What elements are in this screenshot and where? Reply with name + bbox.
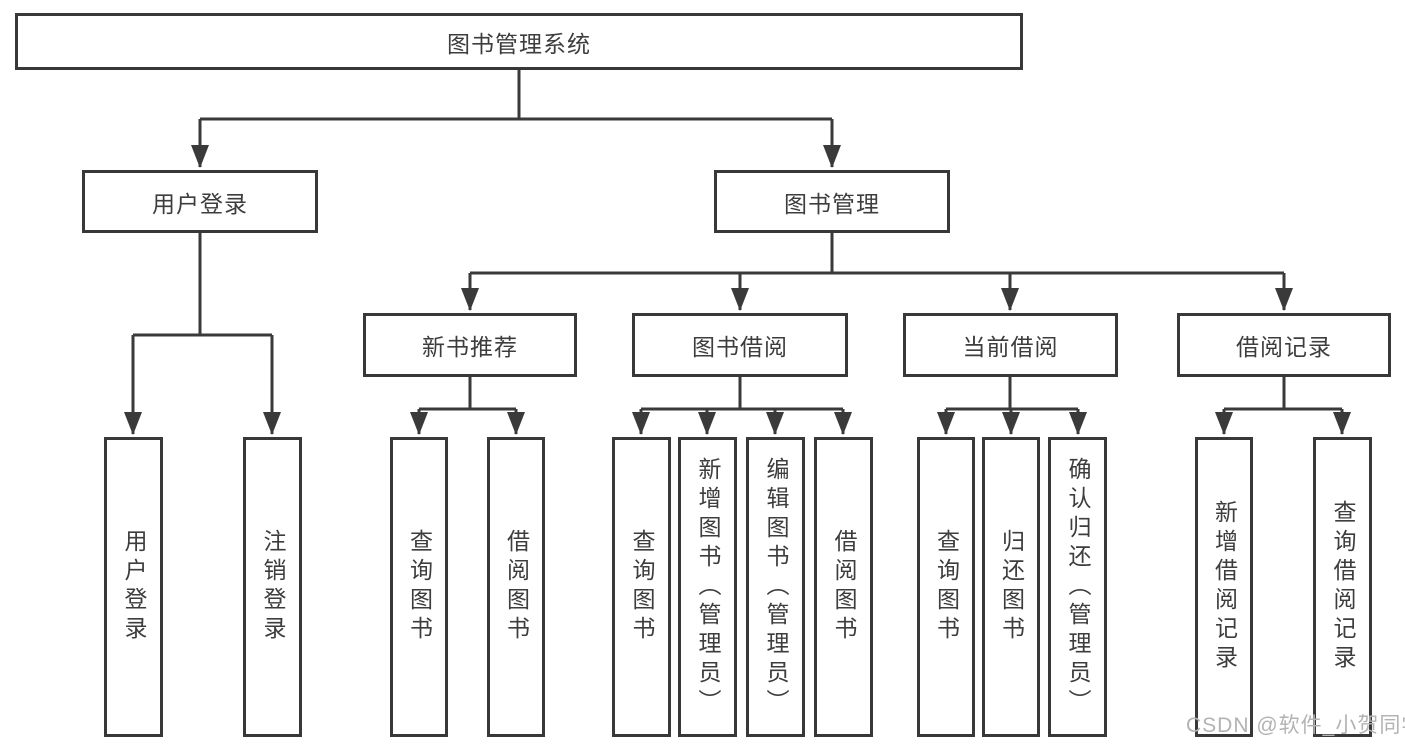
connector-trunk-user-login (133, 233, 272, 337)
leaf-user-login: 用户登录 (104, 437, 163, 737)
leaf-borrow-books: 借阅图书 (814, 437, 873, 737)
leaf-query-books-recommend: 查询图书 (390, 437, 448, 737)
leaf-return-books: 归还图书 (982, 437, 1040, 737)
node-root-label: 图书管理系统 (447, 30, 591, 57)
node-book-borrow: 图书借阅 (632, 313, 848, 377)
node-new-book-recommend-label: 新书推荐 (422, 334, 518, 360)
connector-trunk-book-mgmt (470, 233, 1284, 275)
connector-trunk-current-borrow (946, 377, 1078, 411)
node-borrow-records-label: 借阅记录 (1236, 334, 1332, 360)
leaf-confirm-return-admin-label: 确认归还（管理员） (1065, 456, 1091, 718)
csdn-watermark: CSDN @软件_小贺同学 (1186, 714, 1405, 737)
node-root: 图书管理系统 (15, 13, 1023, 70)
leaf-query-books-recommend-label: 查询图书 (406, 529, 433, 645)
node-current-borrow-label: 当前借阅 (962, 334, 1059, 360)
leaf-add-books-admin-label: 新增图书（管理员） (695, 456, 721, 718)
node-book-mgmt-label: 图书管理 (784, 190, 880, 217)
leaf-edit-books-admin-label: 编辑图书（管理员） (763, 456, 789, 718)
leaf-add-books-admin: 新增图书（管理员） (678, 437, 737, 737)
leaf-add-borrow-record: 新增借阅记录 (1195, 437, 1253, 737)
leaf-logout: 注销登录 (243, 437, 302, 737)
leaf-borrow-books-recommend-label: 借阅图书 (503, 529, 530, 645)
connector-trunk-root (200, 70, 832, 121)
leaf-query-borrow-record: 查询借阅记录 (1313, 437, 1372, 737)
node-new-book-recommend: 新书推荐 (363, 313, 577, 377)
leaf-query-books-current: 查询图书 (917, 437, 975, 737)
leaf-logout-label: 注销登录 (260, 529, 286, 645)
leaf-query-books-borrow-label: 查询图书 (629, 529, 655, 645)
node-user-login: 用户登录 (82, 170, 318, 233)
connector-trunk-borrow-records (1224, 377, 1342, 411)
node-current-borrow: 当前借阅 (903, 313, 1118, 377)
connector-trunk-book-borrow (641, 377, 843, 411)
leaf-user-login-label: 用户登录 (121, 529, 147, 645)
node-user-login-label: 用户登录 (152, 190, 248, 217)
leaf-borrow-books-label: 借阅图书 (831, 529, 857, 645)
leaf-query-books-borrow: 查询图书 (612, 437, 671, 737)
leaf-add-borrow-record-label: 新增借阅记录 (1211, 500, 1238, 674)
node-book-mgmt: 图书管理 (714, 170, 950, 233)
leaf-return-books-label: 归还图书 (998, 529, 1025, 645)
leaf-edit-books-admin: 编辑图书（管理员） (746, 437, 805, 737)
leaf-confirm-return-admin: 确认归还（管理员） (1048, 437, 1107, 737)
leaf-query-books-current-label: 查询图书 (933, 529, 960, 645)
node-book-borrow-label: 图书借阅 (692, 334, 788, 360)
leaf-borrow-books-recommend: 借阅图书 (487, 437, 545, 737)
leaf-query-borrow-record-label: 查询借阅记录 (1330, 500, 1356, 674)
node-borrow-records: 借阅记录 (1177, 313, 1391, 377)
connector-trunk-new-book (419, 377, 516, 411)
